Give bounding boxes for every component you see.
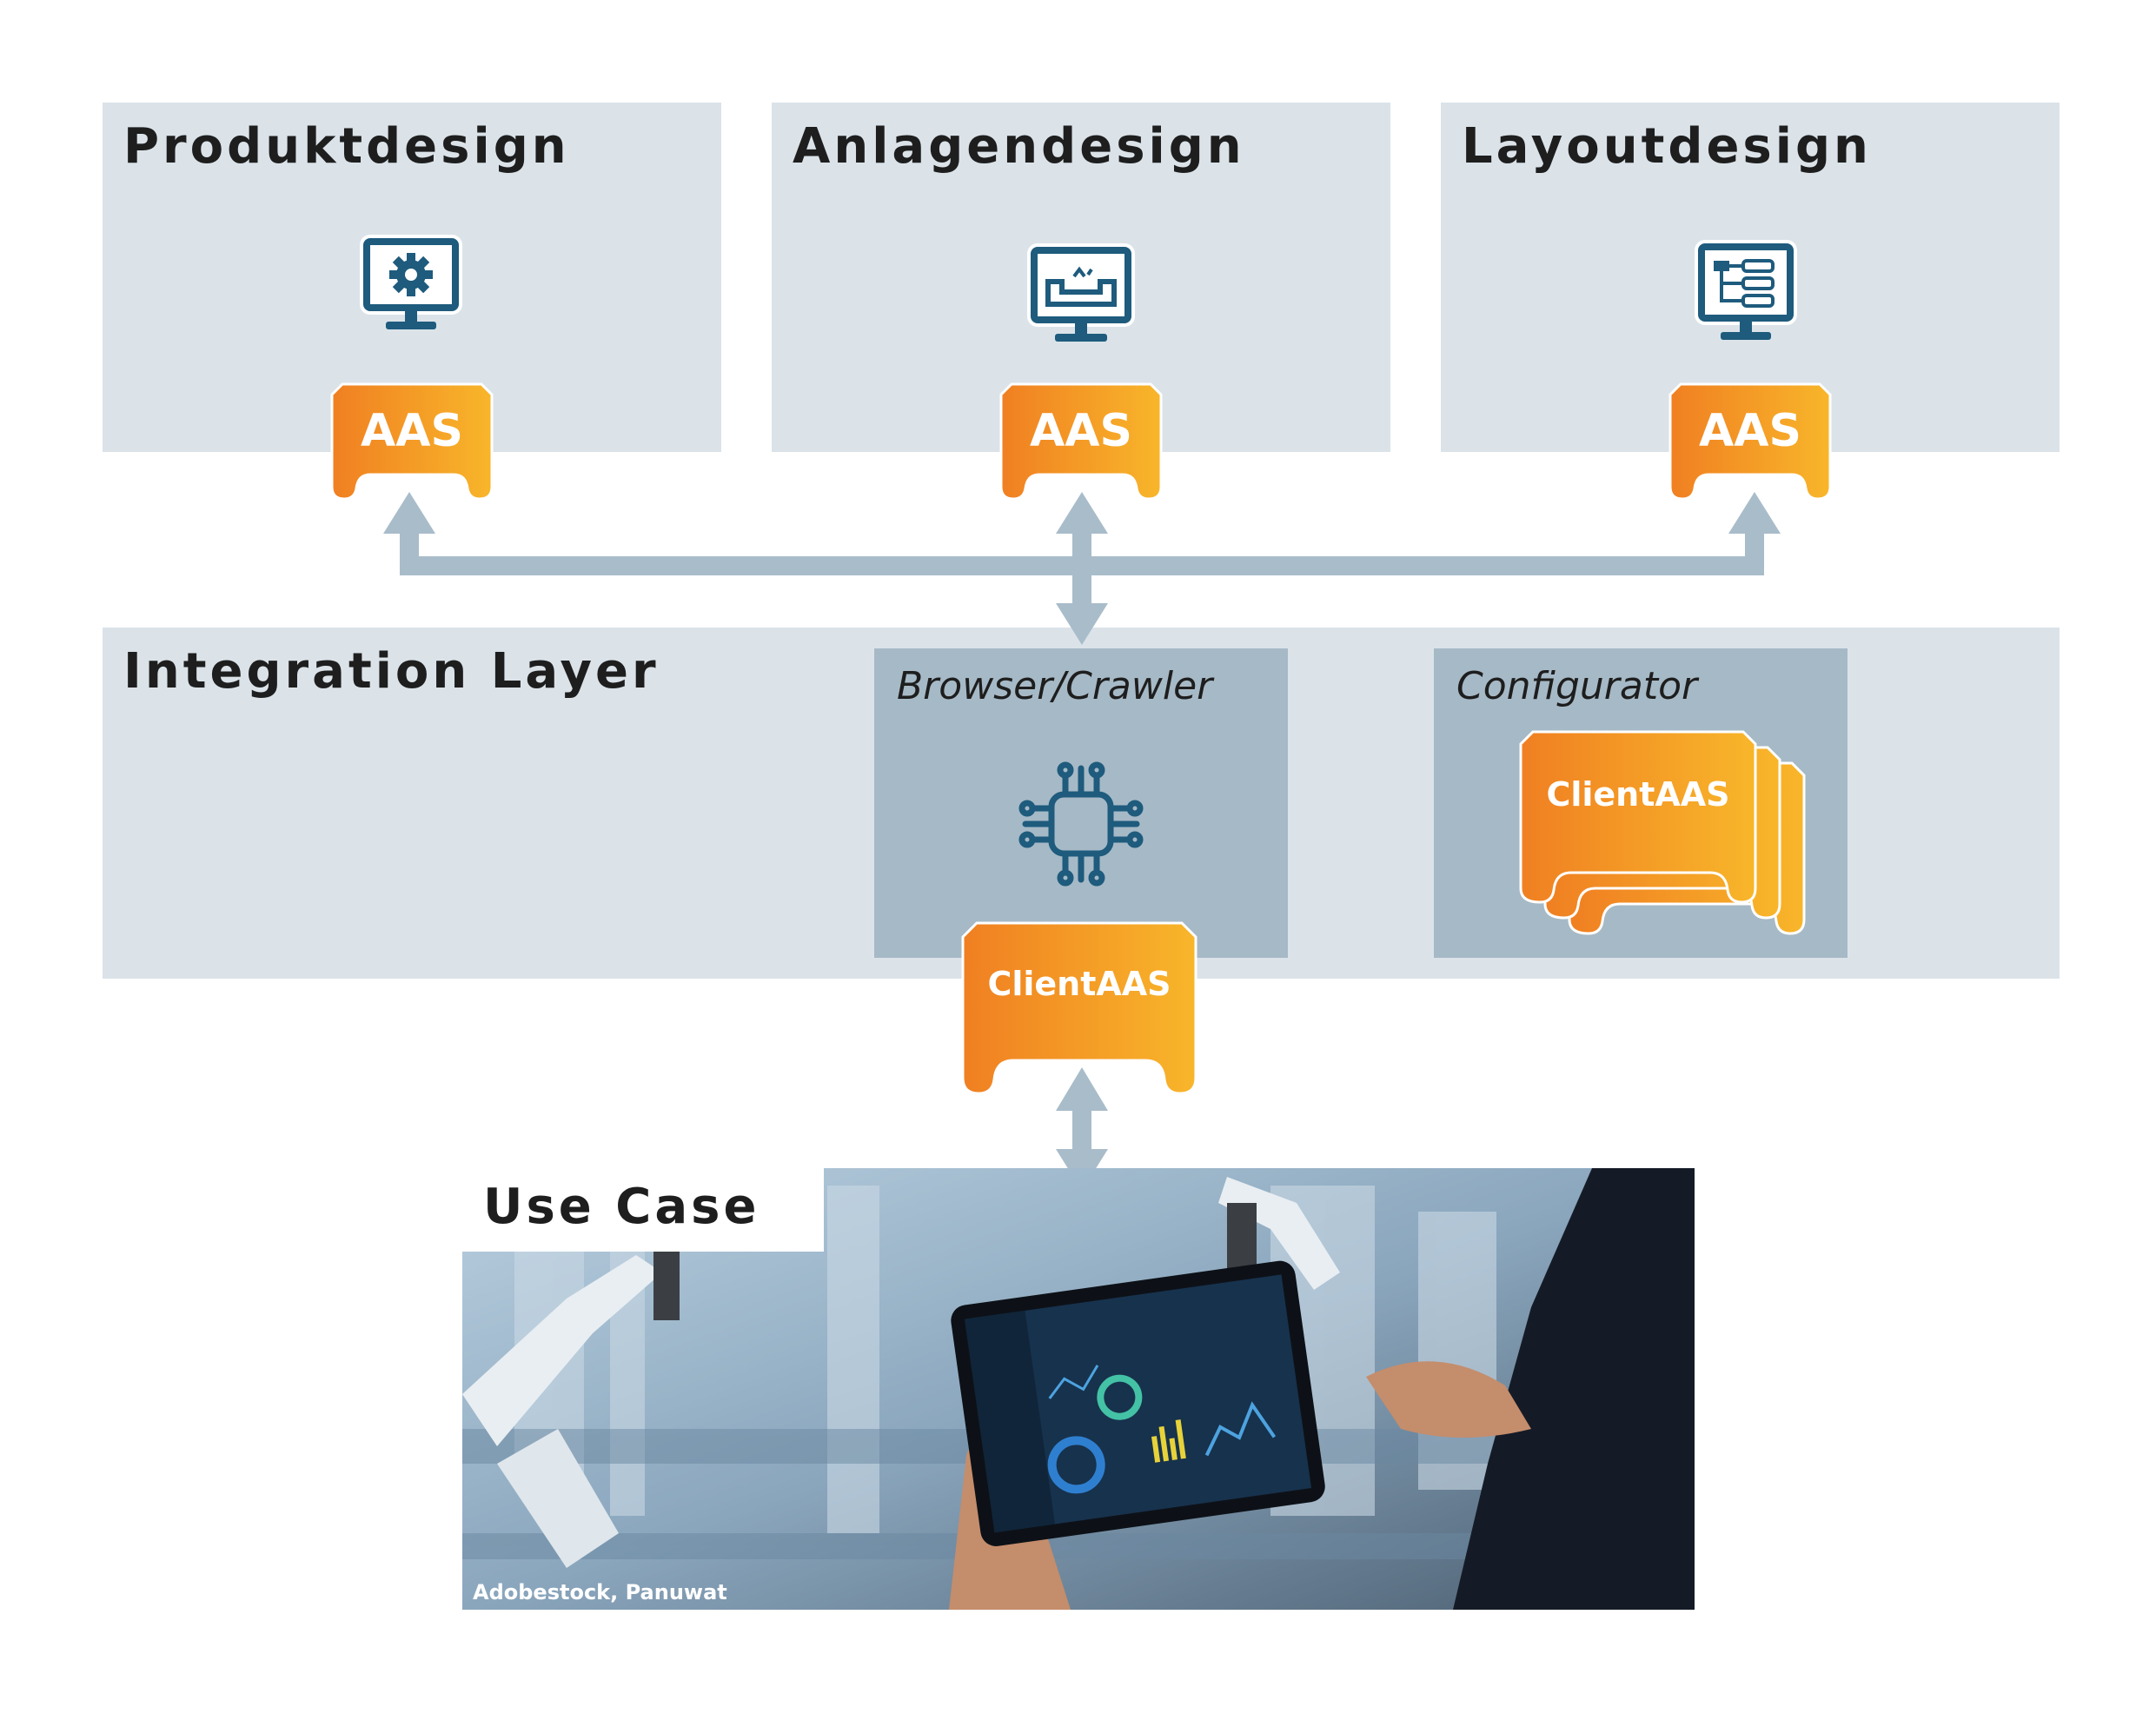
connector-center-stem	[1072, 522, 1091, 617]
panel-title: Integration Layer	[123, 643, 660, 700]
aas-badge-layoutdesign: AAS	[1668, 382, 1832, 501]
monitor-plant-icon	[1022, 238, 1140, 351]
industrial-tablet-photo	[462, 1168, 1695, 1610]
badge-label: AAS	[361, 405, 463, 457]
connector-bottom-stem	[1072, 1102, 1091, 1159]
use-case-title-background	[462, 1168, 824, 1252]
badge-label: AAS	[1699, 405, 1801, 457]
clientaas-badge-browser-crawler: ClientAAS	[961, 921, 1197, 1095]
arrowhead-center-down	[1056, 603, 1108, 645]
badge-label: AAS	[1030, 405, 1132, 457]
aas-badge-anlagendesign: AAS	[999, 382, 1163, 501]
clientaas-badge-configurator-stack: ClientAAS	[1519, 730, 1808, 935]
connector-right-stem	[1745, 522, 1764, 575]
arrowhead-bottom-up	[1056, 1067, 1108, 1111]
sub-panel-title: Browser/Crawler	[897, 664, 1213, 708]
panel-title: Anlagendesign	[793, 118, 1245, 175]
sub-panel-title: Configurator	[1456, 664, 1698, 708]
use-case-title: Use Case	[483, 1179, 760, 1235]
chip-circuit-icon	[1012, 754, 1151, 894]
badge-label: ClientAAS	[1546, 775, 1730, 814]
panel-title: Layoutdesign	[1462, 118, 1872, 175]
panel-title: Produktdesign	[123, 118, 570, 175]
photo-credit: Adobestock, Panuwat	[473, 1580, 727, 1604]
arrowhead-right-up	[1728, 492, 1781, 534]
aas-badge-produktdesign: AAS	[330, 382, 494, 501]
connector-left-stem	[400, 522, 419, 575]
monitor-gear-icon	[355, 229, 468, 342]
arrowhead-center-up	[1056, 492, 1108, 534]
arrowhead-left-up	[383, 492, 435, 534]
badge-label: ClientAAS	[987, 965, 1171, 1003]
monitor-flowchart-icon	[1689, 235, 1802, 349]
